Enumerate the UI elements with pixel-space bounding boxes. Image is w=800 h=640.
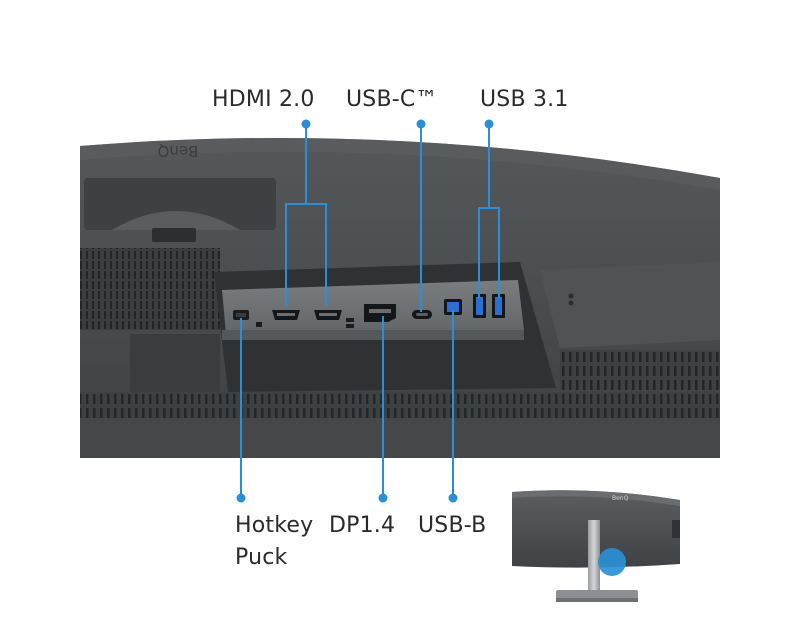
callout-hdmi (285, 124, 327, 306)
hotkey-puck-port (233, 310, 249, 320)
ports (233, 294, 505, 328)
label-dp: DP1.4 (329, 513, 396, 538)
left-vent-grille (80, 248, 220, 330)
thumbnail-stand-pole (588, 520, 600, 594)
usb-3-1-port-1 (473, 294, 486, 318)
thumbnail-stand-base (556, 590, 638, 600)
label-hdmi: HDMI 2.0 (212, 87, 315, 112)
thumbnail-brand-logo: BenQ (612, 495, 629, 502)
label-usb-3-1: USB 3.1 (480, 87, 569, 112)
lower-vent-grille (80, 392, 720, 418)
callout-dot-usb-3-1 (484, 119, 494, 129)
callout-dot-dp (378, 493, 388, 503)
callout-dot-usb-c (416, 119, 426, 129)
port-panel (214, 262, 556, 392)
callouts (240, 124, 500, 498)
label-usb-b: USB-B (418, 513, 487, 538)
usb-c-port (412, 310, 432, 319)
brand-logo: BenQ (158, 142, 199, 160)
usb-b-port (444, 299, 462, 315)
label-hotkey-line1: Hotkey (235, 513, 314, 538)
callout-dot-hdmi (301, 119, 311, 129)
monitor-thumbnail: BenQ (512, 490, 680, 602)
label-hotkey-line2: Puck (235, 545, 288, 570)
usb-3-1-port-2 (492, 294, 505, 318)
hdmi-port-2 (314, 310, 342, 320)
hdmi-port-1 (272, 310, 300, 320)
displayport-port (364, 304, 396, 322)
label-hotkey-puck: Hotkey Puck (235, 511, 313, 573)
callout-usb-3-1 (478, 124, 500, 298)
thumbnail-highlight-dot (598, 548, 626, 576)
callout-dot-usb-b (448, 493, 458, 503)
label-usb-c: USB-C™ (346, 87, 438, 112)
callout-dot-hotkey-puck (236, 493, 246, 503)
vesa-mount-recess (84, 178, 276, 230)
